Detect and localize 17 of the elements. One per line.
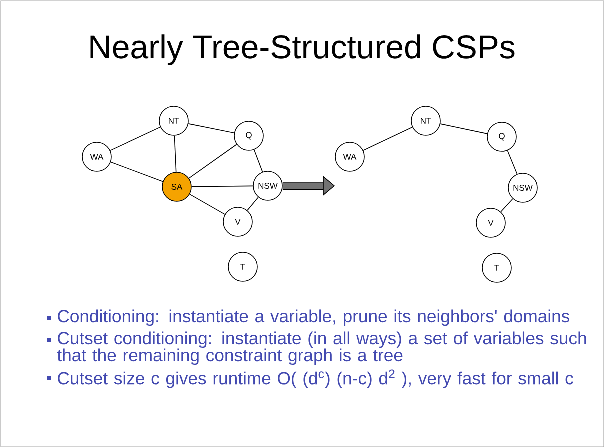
connector-line bbox=[363, 126, 413, 152]
connector-line bbox=[110, 162, 164, 182]
bullet-text: Cutset size c gives runtime O( (d$^{c}$) (n-c) d$^{2}$ ), very fast for small c bbox=[58, 370, 574, 388]
connector-line bbox=[188, 144, 238, 179]
connector-line bbox=[507, 150, 518, 175]
connector-line bbox=[174, 135, 177, 173]
connector-line bbox=[440, 124, 488, 134]
connector-line bbox=[500, 198, 514, 212]
connector-line bbox=[190, 194, 226, 215]
connector-line bbox=[110, 126, 161, 152]
bullet-text: Conditioning: instantiate a variable, prune its neighbors' domains bbox=[58, 310, 570, 326]
slide-title: Nearly Tree-Structured CSPs bbox=[90, 34, 515, 66]
connector-line bbox=[188, 124, 235, 134]
connector-line bbox=[192, 186, 254, 188]
connector-line bbox=[247, 197, 259, 211]
bullet-text: Cutset conditioning: instantiate (in all ways) a set of variables such that the remaining constraint graph is a tree bbox=[57, 332, 586, 366]
connector-line bbox=[254, 150, 264, 172]
